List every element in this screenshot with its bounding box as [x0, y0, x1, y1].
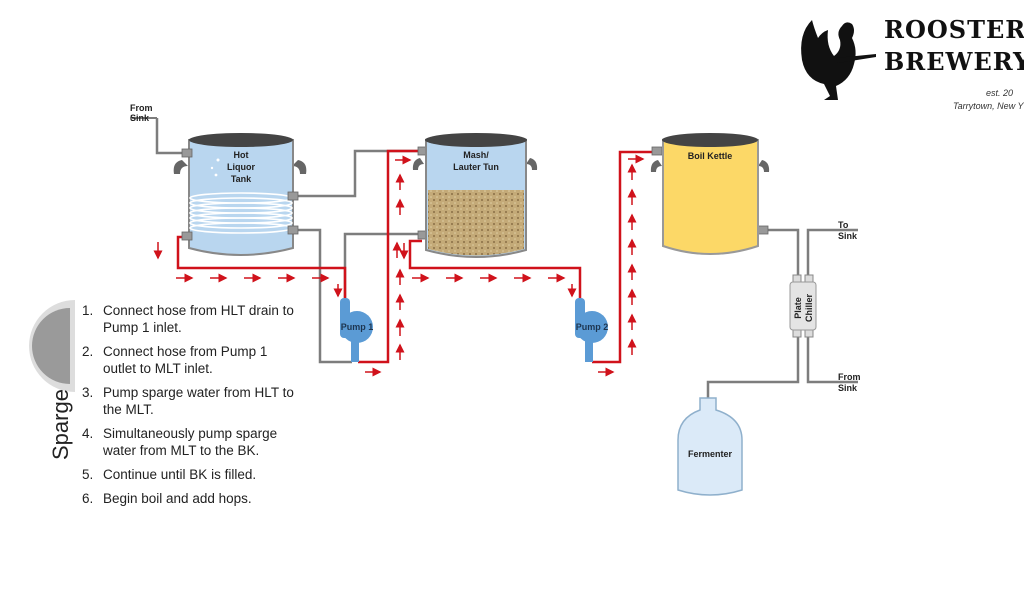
step-text: Simultaneously pump sparge water from ML… [103, 426, 278, 458]
flow-arrows [153, 154, 645, 377]
fermenter-label: Fermenter [688, 449, 733, 459]
brewery-logo-text: ROOSTER'S BREWERY [884, 14, 1024, 78]
step-text: Begin boil and add hops. [103, 491, 252, 506]
bk-label: Boil Kettle [688, 151, 733, 161]
mlt-label-1: Mash/ [463, 150, 489, 160]
step-text: Pump sparge water from HLT to the MLT. [103, 385, 294, 417]
step-item: 2. Connect hose from Pump 1 outlet to MLT… [82, 343, 297, 377]
step-text: Continue until BK is filled. [103, 467, 257, 482]
step-number: 1. [82, 303, 94, 318]
step-text: Connect hose from Pump 1 outlet to MLT i… [103, 344, 268, 376]
to-sink-label-1: To [838, 220, 849, 230]
step-number: 4. [82, 426, 94, 441]
step-number: 3. [82, 385, 94, 400]
gray-hoses [155, 118, 858, 398]
step-item: 5. Continue until BK is filled. [82, 466, 297, 483]
step-item: 3. Pump sparge water from HLT to the MLT. [82, 384, 297, 418]
pump-2 [575, 298, 608, 362]
pump-1 [340, 298, 373, 362]
hlt-label-3: Tank [231, 174, 252, 184]
pump-1-label: Pump 1 [341, 322, 374, 332]
plate-chiller [789, 274, 817, 338]
mash-lauter-tun [412, 133, 538, 258]
valves [181, 146, 769, 241]
flow-lines [176, 149, 656, 364]
hlt-label-1: Hot [234, 150, 249, 160]
rooster-logo-icon [801, 20, 876, 100]
fermenter-carboy [677, 397, 743, 496]
section-tab-icon [29, 300, 76, 392]
chiller-label-2: Chiller [804, 294, 814, 323]
from-sink-label-2: Sink [130, 113, 150, 123]
hlt-label-2: Liquor [227, 162, 255, 172]
chiller-label-1: Plate [793, 297, 803, 319]
step-item: 6. Begin boil and add hops. [82, 490, 297, 507]
logo-established: est. 20 [986, 88, 1014, 98]
mlt-label-2: Lauter Tun [453, 162, 499, 172]
boil-kettle [650, 133, 770, 255]
step-text: Connect hose from HLT drain to Pump 1 in… [103, 303, 294, 335]
section-title: Sparge [48, 389, 73, 460]
logo-line-1: ROOSTER'S [884, 15, 1024, 44]
logo-location: Tarrytown, New Y [953, 101, 1024, 111]
to-sink-label-2: Sink [838, 231, 858, 241]
step-number: 2. [82, 344, 94, 359]
step-number: 6. [82, 491, 94, 506]
from-sink-right-label-2: Sink [838, 383, 858, 393]
hot-liquor-tank [173, 133, 307, 256]
from-sink-right-label-1: From [838, 372, 861, 382]
step-item: 4. Simultaneously pump sparge water from … [82, 425, 297, 459]
from-sink-label-1: From [130, 103, 153, 113]
logo-line-2: BREWERY [884, 47, 1024, 76]
pump-2-label: Pump 2 [576, 322, 609, 332]
step-item: 1. Connect hose from HLT drain to Pump 1 … [82, 302, 297, 336]
instruction-list: 1. Connect hose from HLT drain to Pump 1 … [82, 302, 297, 514]
step-number: 5. [82, 467, 94, 482]
